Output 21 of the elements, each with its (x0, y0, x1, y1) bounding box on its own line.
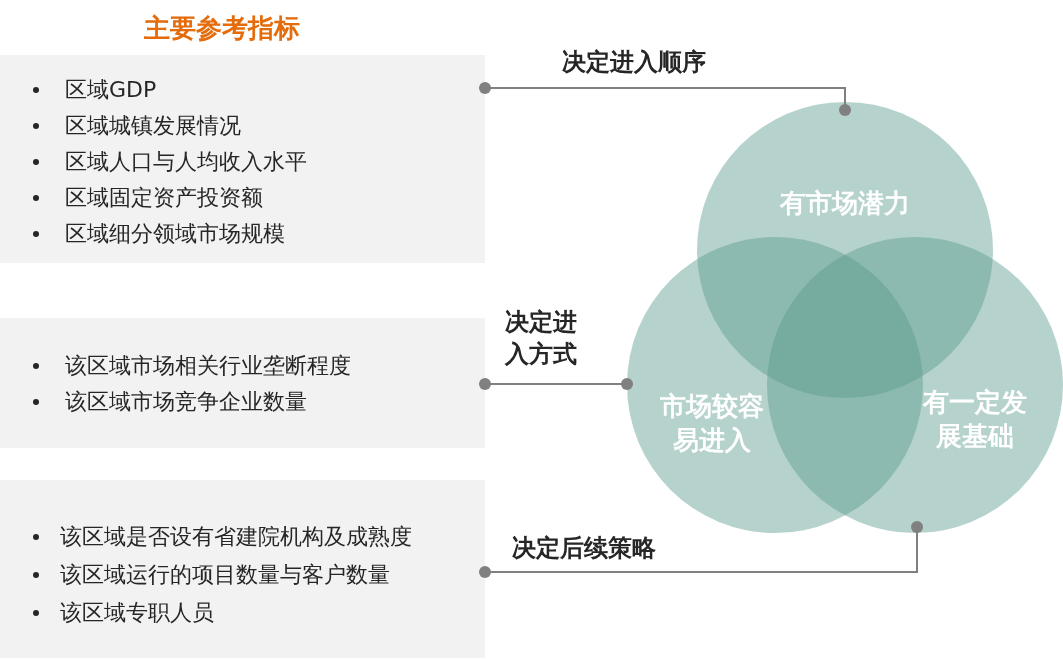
list-item: 区域城镇发展情况 (65, 112, 241, 140)
connector-line (479, 82, 851, 116)
circle-label: 市场较容易进入 (659, 390, 765, 457)
connector-line (479, 378, 633, 390)
list-item: 区域人口与人均收入水平 (65, 148, 307, 176)
list-item: 该区域专职人员 (60, 599, 214, 627)
edge-label: 决定进入方式 (505, 306, 580, 370)
list-item: 该区域运行的项目数量与客户数量 (60, 561, 390, 589)
list-item: 该区域是否设有省建院机构及成熟度 (60, 523, 412, 551)
circle-label: 有市场潜力 (778, 187, 911, 220)
circle-label: 有一定发展基础 (921, 386, 1028, 453)
list-item: 区域固定资产投资额 (65, 184, 263, 212)
info-panel (0, 480, 485, 658)
list-item: 区域GDP (65, 76, 157, 104)
title: 主要参考指标 (143, 12, 301, 44)
info-panel (0, 318, 485, 448)
list-item: 该区域市场相关行业垄断程度 (65, 352, 351, 380)
list-item: 该区域市场竞争企业数量 (65, 388, 307, 416)
connector-line (479, 521, 923, 578)
list-item: 区域细分领域市场规模 (65, 220, 285, 248)
info-panel (0, 55, 485, 263)
